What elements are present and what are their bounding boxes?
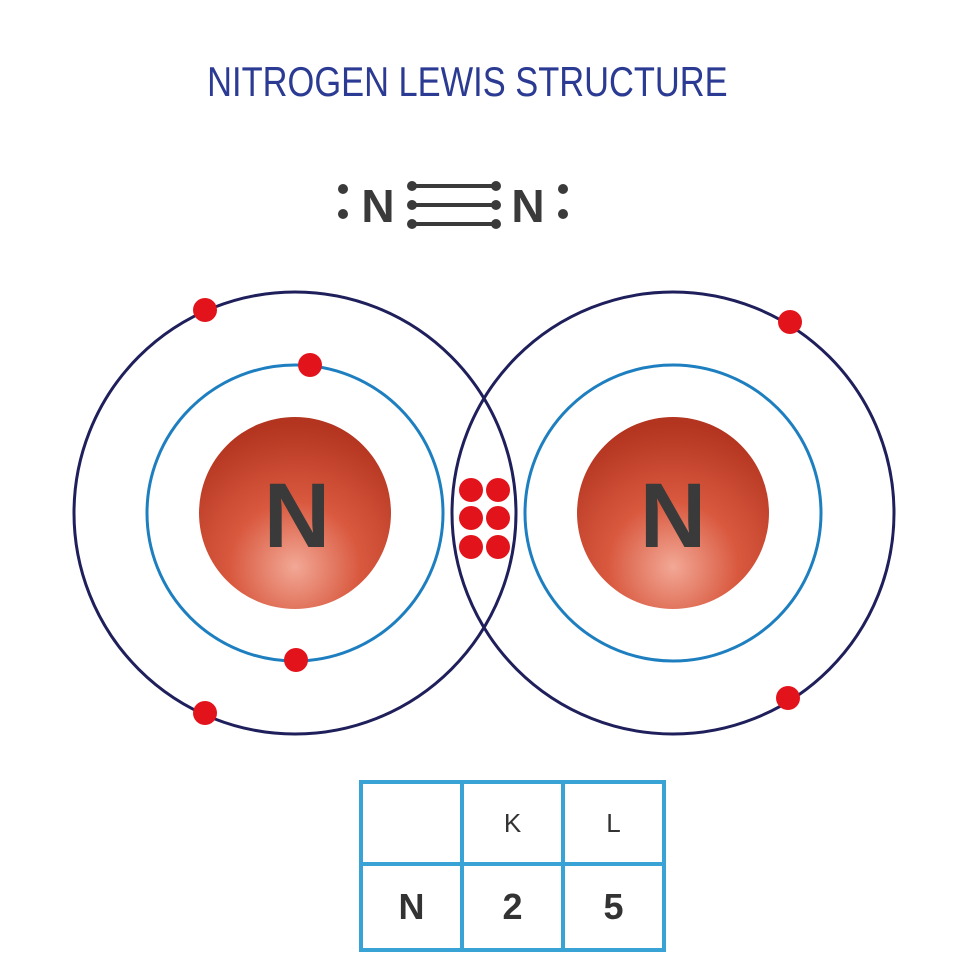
table-row: N 2 5: [359, 862, 666, 952]
outer-orbit-left: [72, 290, 518, 736]
table-header-row: K L: [359, 780, 666, 866]
lewis-structure: N N: [338, 180, 568, 232]
lewis-symbol-left: N: [361, 180, 394, 232]
table-cell-l: 5: [561, 862, 666, 952]
electron: [298, 353, 322, 377]
shared-electron: [459, 506, 483, 530]
table-header-cell: K: [460, 780, 565, 866]
nucleus-symbol-left: N: [264, 465, 330, 567]
lone-pair-dot: [338, 184, 348, 194]
lone-pair-dot: [558, 184, 568, 194]
shared-electron: [486, 506, 510, 530]
table-cell-element: N: [359, 862, 464, 952]
table-header-cell: L: [561, 780, 666, 866]
nucleus-right: [577, 417, 769, 609]
nucleus-left: [199, 417, 391, 609]
shared-electron: [459, 535, 483, 559]
triple-bond: [412, 184, 496, 226]
lone-pair-dot: [558, 209, 568, 219]
shared-electron: [486, 535, 510, 559]
shared-electron: [459, 478, 483, 502]
electron: [778, 310, 802, 334]
lone-pair-dot: [338, 209, 348, 219]
lewis-symbol-right: N: [511, 180, 544, 232]
table-header-cell: [359, 780, 464, 866]
electron: [193, 701, 217, 725]
shared-electron: [486, 478, 510, 502]
shared-electrons: [459, 478, 510, 559]
electron: [284, 648, 308, 672]
inner-orbit-right: [523, 363, 823, 663]
electron: [776, 686, 800, 710]
outer-orbit-right: [450, 290, 896, 736]
nucleus-symbol-right: N: [640, 465, 706, 567]
electrons: [193, 298, 802, 725]
table-cell-k: 2: [460, 862, 565, 952]
shell-table: K L N 2 5: [359, 780, 666, 952]
diagram-title: NITROGEN LEWIS STRUCTURE: [207, 58, 728, 105]
electron: [193, 298, 217, 322]
